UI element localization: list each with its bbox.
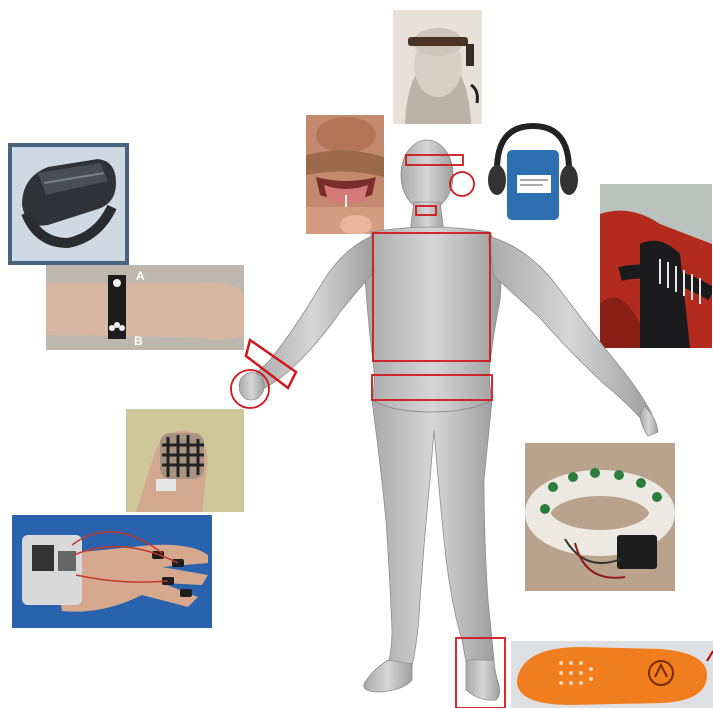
ear-marker [450, 172, 474, 196]
